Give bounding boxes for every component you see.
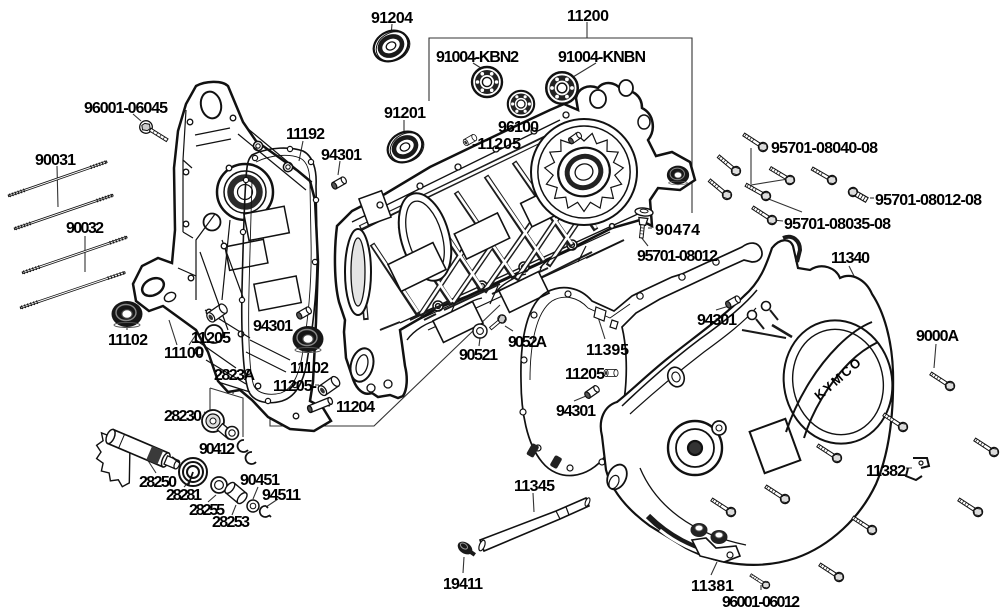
svg-text:90412: 90412: [199, 441, 235, 458]
svg-text:90474: 90474: [655, 222, 700, 239]
svg-text:91004-KNBN: 91004-KNBN: [558, 49, 646, 66]
svg-text:94301: 94301: [556, 403, 596, 420]
svg-text:11100: 11100: [164, 345, 204, 362]
svg-text:95701-08012-08: 95701-08012-08: [875, 192, 982, 209]
svg-text:94511: 94511: [262, 487, 301, 504]
svg-text:11102: 11102: [108, 332, 148, 349]
svg-text:94301: 94301: [321, 147, 362, 164]
svg-text:28250: 28250: [139, 474, 177, 491]
svg-text:90032: 90032: [66, 220, 104, 237]
svg-text:11345: 11345: [514, 478, 555, 495]
svg-text:28255: 28255: [189, 502, 225, 519]
svg-text:11205: 11205: [191, 330, 231, 347]
svg-text:9000A: 9000A: [916, 328, 959, 345]
svg-text:96100: 96100: [498, 119, 539, 136]
svg-text:9052A: 9052A: [508, 334, 547, 351]
svg-text:11204: 11204: [336, 399, 375, 416]
svg-text:11382: 11382: [866, 463, 906, 480]
svg-text:91201: 91201: [384, 105, 426, 122]
svg-text:11192: 11192: [286, 126, 325, 143]
svg-text:96001-06045: 96001-06045: [84, 100, 168, 117]
svg-text:11102: 11102: [290, 360, 329, 377]
svg-text:28253: 28253: [212, 514, 250, 531]
svg-text:28281: 28281: [166, 487, 202, 504]
svg-text:11340: 11340: [831, 250, 870, 267]
svg-text:96001-06012: 96001-06012: [722, 594, 800, 611]
svg-text:94301: 94301: [697, 312, 737, 329]
svg-text:11395: 11395: [586, 342, 629, 359]
svg-text:95701-08035-08: 95701-08035-08: [784, 216, 891, 233]
svg-text:94301: 94301: [253, 318, 293, 335]
svg-text:90451: 90451: [240, 472, 280, 489]
svg-text:90031: 90031: [35, 152, 76, 169]
svg-text:91004-KBN2: 91004-KBN2: [436, 49, 519, 66]
svg-text:11200: 11200: [567, 8, 609, 25]
svg-text:28230: 28230: [164, 408, 202, 425]
svg-text:95701-08040-08: 95701-08040-08: [771, 140, 878, 157]
svg-text:11205-: 11205-: [273, 378, 317, 395]
svg-text:95701-08012: 95701-08012: [637, 248, 718, 265]
svg-text:11381: 11381: [691, 578, 734, 595]
svg-text:90521: 90521: [459, 347, 498, 364]
svg-text:19411: 19411: [443, 576, 483, 593]
svg-text:2823A: 2823A: [214, 367, 255, 384]
svg-text:91204: 91204: [371, 10, 413, 27]
svg-text:-11205: -11205: [472, 136, 521, 153]
svg-text:11205: 11205: [565, 366, 605, 383]
